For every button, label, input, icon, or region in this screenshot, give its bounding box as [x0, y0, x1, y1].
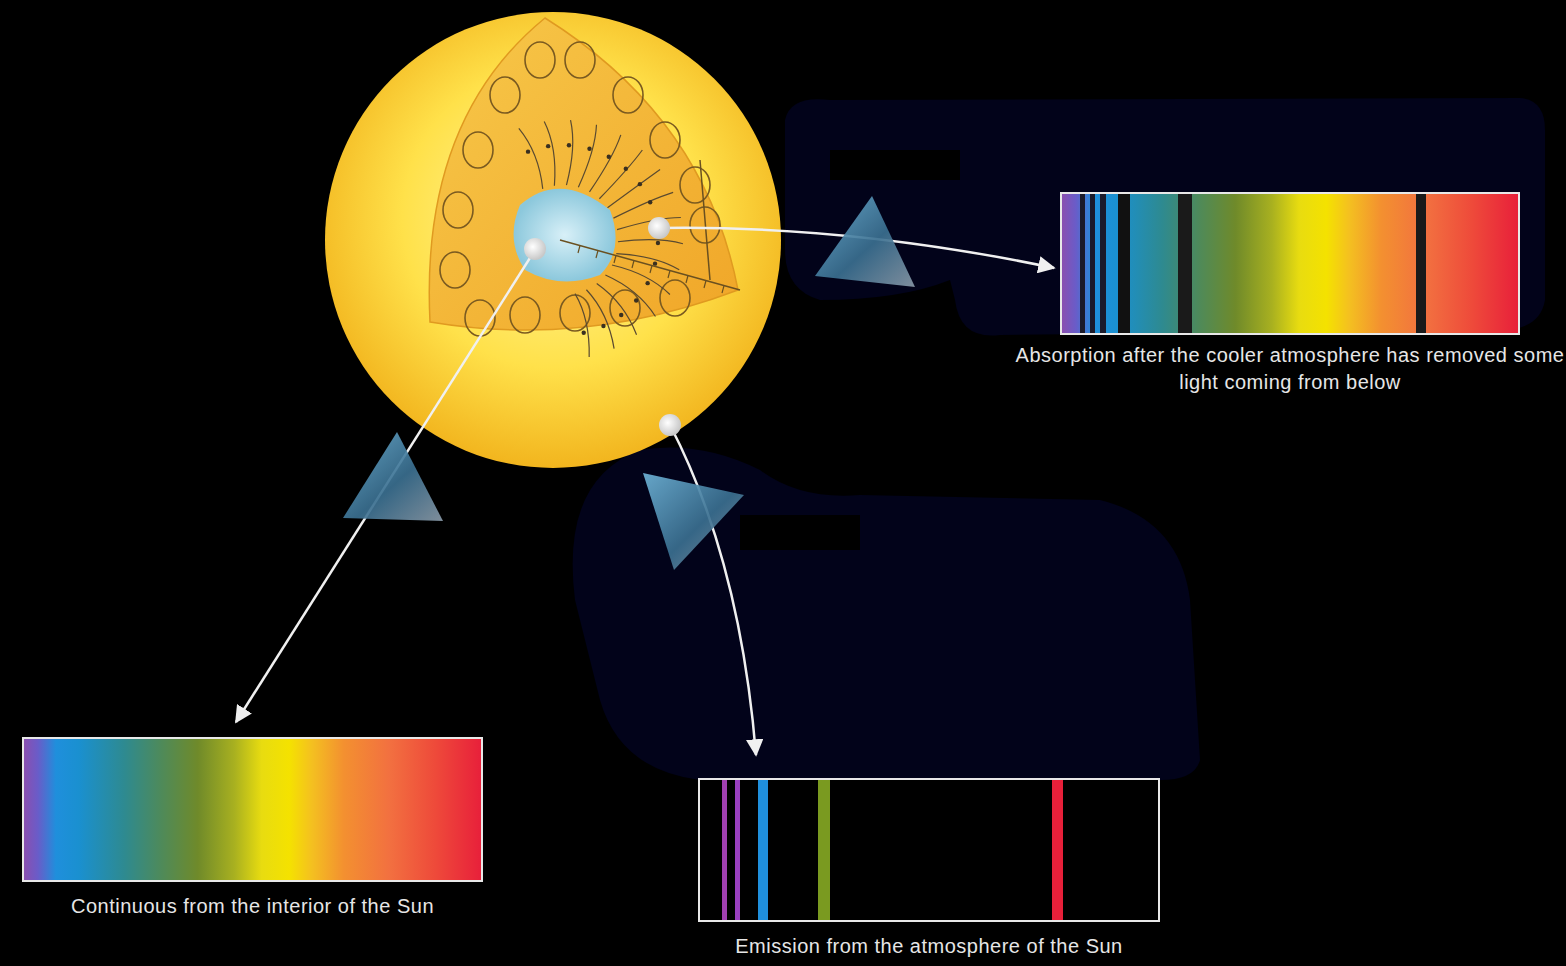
photon-dot — [607, 155, 611, 159]
convection-cell — [565, 42, 595, 78]
scale-ticks — [578, 246, 724, 294]
spectrum-caption: Emission from the atmosphere of the Sun — [689, 933, 1169, 960]
photon-dot — [546, 144, 550, 148]
spectrum-band — [698, 778, 1160, 922]
photon-dot — [567, 143, 571, 147]
sun — [325, 12, 781, 468]
radiation-path — [544, 121, 555, 185]
prism — [343, 432, 443, 521]
spectral-line — [1100, 194, 1106, 333]
scale-tick — [596, 251, 598, 259]
spectral-line — [758, 780, 768, 920]
spectral-line — [722, 780, 727, 920]
scale-tick — [578, 246, 580, 254]
spectral-line — [818, 780, 830, 920]
scale-tick — [722, 286, 724, 294]
spectrum-caption: Absorption after the cooler atmosphere h… — [1010, 342, 1566, 396]
scale-tick — [632, 261, 634, 269]
light-arrow — [236, 250, 535, 722]
scale-tick — [686, 276, 688, 284]
radiation-path — [519, 128, 543, 188]
radiation-path — [612, 265, 670, 295]
photon-dot — [624, 167, 628, 171]
source-dot — [524, 238, 546, 260]
convection-cell — [660, 280, 690, 316]
spectral-line — [1416, 194, 1426, 333]
core — [514, 189, 616, 282]
source-dot — [648, 217, 670, 239]
radiation-path — [607, 169, 660, 207]
spectral-line — [1178, 194, 1192, 333]
radiation-path — [589, 135, 620, 192]
spectral-line — [1052, 780, 1063, 920]
convection-cell — [613, 77, 643, 113]
convection-cell — [510, 297, 540, 333]
backdrop — [785, 98, 1545, 336]
photon-dot — [645, 281, 649, 285]
radiation-path — [578, 125, 596, 187]
spectrum-band — [22, 737, 483, 882]
prism — [643, 473, 744, 570]
scale-line — [560, 160, 740, 290]
spectrum-caption: Continuous from the interior of the Sun — [18, 893, 488, 920]
radiation-path — [605, 275, 655, 316]
convection-cell — [525, 42, 555, 78]
scale-tick — [668, 271, 670, 279]
photon-dot — [648, 200, 652, 204]
radiation-path — [586, 290, 614, 349]
radiation-path — [613, 192, 673, 218]
light-arrow — [670, 425, 756, 755]
radiation-path — [618, 240, 683, 244]
convection-cell — [680, 167, 710, 203]
radiation-path — [566, 120, 572, 185]
cutaway — [429, 18, 738, 330]
convection-cell — [610, 290, 640, 326]
source-dot — [659, 414, 681, 436]
photon-dot — [638, 182, 642, 186]
photon-dot — [601, 324, 605, 328]
photon-dot — [526, 149, 530, 153]
photon-dot — [582, 331, 586, 335]
convection-cell — [440, 252, 470, 288]
photon-dot — [653, 261, 657, 265]
spectral-line — [1080, 194, 1085, 333]
convection-cell — [443, 192, 473, 228]
convection-cells — [440, 42, 720, 336]
convection-cell — [463, 132, 493, 168]
spectrum-box: Emission from the atmosphere of the Sun — [698, 778, 1160, 960]
spectrum-box: Continuous from the interior of the Sun — [22, 737, 483, 920]
convection-cell — [650, 122, 680, 158]
scale-tick — [704, 281, 706, 289]
prism — [815, 196, 915, 287]
radiation-path — [616, 254, 679, 270]
spectral-line — [1118, 194, 1130, 333]
convection-cell — [560, 295, 590, 331]
convection-cell — [490, 77, 520, 113]
radiation-path — [599, 150, 642, 199]
scale-tick — [614, 256, 616, 264]
spectral-line — [1090, 194, 1095, 333]
radiation-path — [597, 283, 637, 334]
photon-dot — [587, 147, 591, 151]
spectral-line — [735, 780, 740, 920]
scale-tick — [650, 266, 652, 274]
radiation-path — [575, 294, 589, 357]
photon-dot — [619, 313, 623, 317]
backdrop-notch — [830, 150, 960, 180]
photon-dot — [656, 241, 660, 245]
backdrop-notch — [740, 515, 860, 550]
photon-dot — [634, 298, 638, 302]
spectrum-band — [1060, 192, 1520, 335]
backdrop — [573, 448, 1200, 781]
spectrum-box: Absorption after the cooler atmosphere h… — [1060, 192, 1520, 396]
